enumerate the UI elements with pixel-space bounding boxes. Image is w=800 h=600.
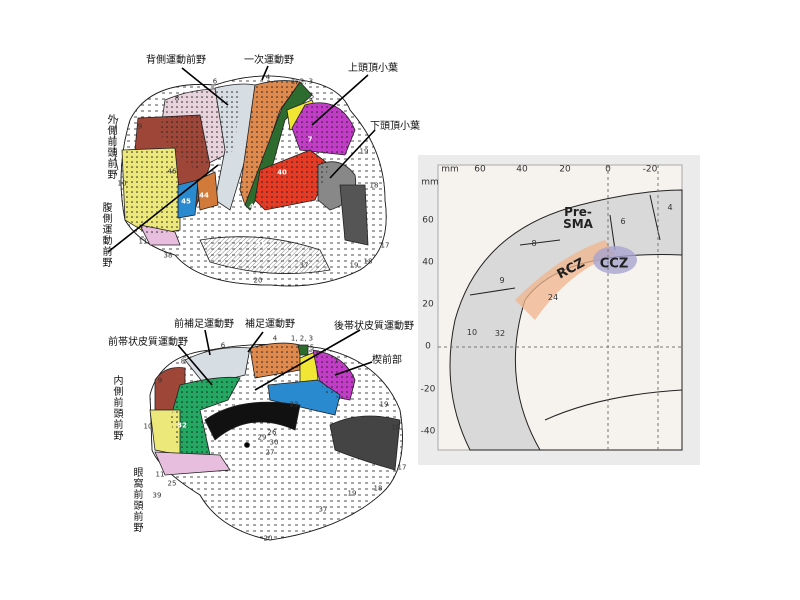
area-number: 44 xyxy=(199,191,209,200)
area-number: 6 xyxy=(212,77,218,86)
y-unit: mm xyxy=(421,177,439,188)
area-number: 6 xyxy=(220,341,226,350)
label-posterior-cingulate-motor: 後帯状皮質運動野 xyxy=(334,321,414,332)
label-superior-parietal: 上頭頂小葉 xyxy=(348,63,398,74)
y-tick: 20 xyxy=(422,299,434,310)
x-tick: 0 xyxy=(605,164,611,175)
area-number: 20 xyxy=(253,276,263,285)
area-number: 7 xyxy=(333,357,339,366)
lateral-brain xyxy=(107,65,387,287)
sagittal-map xyxy=(418,155,700,465)
x-tick: 20 xyxy=(559,164,571,175)
area-number: 38 xyxy=(163,251,173,260)
area-number: 23 xyxy=(289,400,299,409)
area-number: 32 xyxy=(494,329,506,338)
area-number: 1, 2, 3 xyxy=(290,334,314,343)
area-number: 30 xyxy=(269,438,279,447)
area-number: 4 xyxy=(667,203,673,212)
area-number: 19 xyxy=(379,400,389,409)
area-number: 40 xyxy=(277,168,287,177)
area-number: 24 xyxy=(547,293,559,302)
area-number: 37 xyxy=(299,261,309,270)
label-primary-motor: 一次運動野 xyxy=(244,55,294,66)
y-tick: 60 xyxy=(422,215,434,226)
area-number: 8 xyxy=(531,239,537,248)
area-number: 9 xyxy=(499,276,505,285)
area-number: 6 xyxy=(620,217,626,226)
y-tick: 0 xyxy=(425,341,431,352)
area-number: 11 xyxy=(138,237,148,246)
area-number: 19 xyxy=(359,147,369,156)
area-number: 18 xyxy=(369,181,379,190)
x-unit: mm xyxy=(441,164,459,175)
area-number: 37 xyxy=(318,505,328,514)
area-number: 8 xyxy=(174,94,180,103)
rcz-region xyxy=(515,240,615,320)
area-number: 19 xyxy=(349,261,359,270)
zone-ccz: CCZ xyxy=(599,256,629,272)
medial-brain xyxy=(149,329,403,541)
area-number: 25 xyxy=(167,479,177,488)
area-number: 39 xyxy=(152,491,162,500)
area-number: 9 xyxy=(137,122,143,131)
area-number: 9 xyxy=(157,376,163,385)
area-number: 10 xyxy=(117,179,127,188)
area-number: 1, 2, 3 xyxy=(290,77,314,86)
area-number: 32 xyxy=(177,421,187,430)
x-tick: 40 xyxy=(516,164,528,175)
area-number: 18 xyxy=(391,423,401,432)
y-tick: 40 xyxy=(422,257,434,268)
area-number: 4 xyxy=(265,73,271,82)
y-tick: -40 xyxy=(420,426,436,437)
ccz-region xyxy=(593,246,637,274)
y-tick: -20 xyxy=(420,384,436,395)
area-number: 45 xyxy=(181,197,191,206)
area-number: 43 xyxy=(249,202,259,211)
area-number: 10 xyxy=(466,328,478,337)
area-number: 41 xyxy=(236,201,246,210)
label-precuneus: 楔前部 xyxy=(372,355,402,366)
zone-pre-sma: Pre- SMA xyxy=(563,205,593,231)
area-number: 11 xyxy=(155,470,165,479)
label-dorsal-premotor: 背側運動前野 xyxy=(146,55,206,66)
label-pre-sma: 前補足運動野 xyxy=(174,319,234,330)
label-inferior-parietal: 下頭頂小葉 xyxy=(370,121,420,132)
area-number: 8 xyxy=(180,357,186,366)
label-orbitofrontal: 眼窩前頭前野 xyxy=(131,467,142,533)
area-number: 17 xyxy=(380,241,390,250)
label-sma: 補足運動野 xyxy=(245,319,295,330)
label-medial-prefrontal: 内側前頭前野 xyxy=(111,375,122,441)
area-number: 27 xyxy=(265,448,275,457)
x-tick: -20 xyxy=(642,164,658,175)
area-number: 7 xyxy=(307,135,313,144)
x-tick: 60 xyxy=(474,164,486,175)
area-number: 5 xyxy=(309,343,315,352)
area-number: 19 xyxy=(347,489,357,498)
area-number: 10 xyxy=(143,422,153,431)
area-number: 20 xyxy=(263,534,273,543)
label-anterior-cingulate-motor: 前帯状皮質運動野 xyxy=(108,337,188,348)
area-number: 29 xyxy=(257,433,267,442)
area-number: 21 xyxy=(255,240,265,249)
area-number: 4 xyxy=(272,334,278,343)
label-lateral-prefrontal: 外側前頭前野 xyxy=(105,114,116,180)
area-number: 26 xyxy=(267,428,277,437)
area-number: 18 xyxy=(363,257,373,266)
area-number: 18 xyxy=(373,484,383,493)
area-number: 5 xyxy=(309,92,315,101)
label-ventral-premotor: 腹側運動前野 xyxy=(100,202,111,268)
area-number: 46 xyxy=(167,167,177,176)
area-number: 17 xyxy=(397,463,407,472)
